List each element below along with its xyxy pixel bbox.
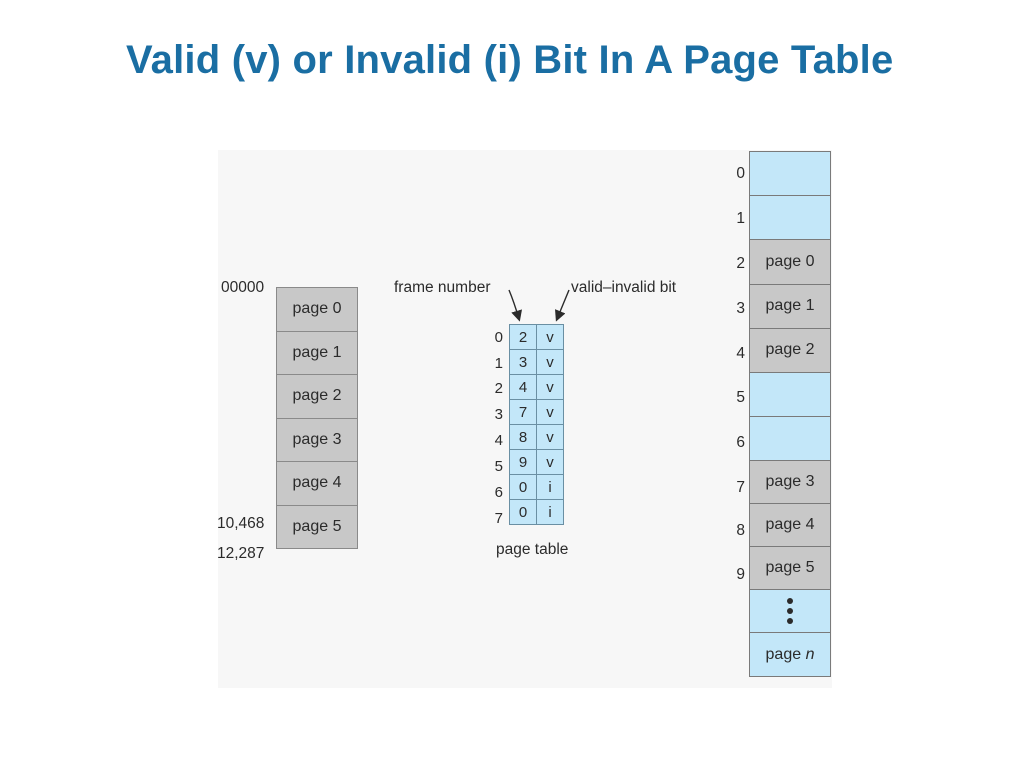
frame-index: 8 (736, 522, 745, 539)
logical-address-10468: 10,468 (217, 515, 265, 532)
physical-frame-3: page 1 (749, 283, 831, 329)
physical-frame-6 (749, 416, 831, 462)
page-table-index: 4 (494, 432, 503, 449)
physical-frame-5 (749, 371, 831, 418)
frame-number-cell: 7 (509, 399, 537, 425)
valid-bit-cell: i (536, 499, 564, 525)
frame-n-prefix: page (765, 645, 806, 663)
page-table-row: 3 v (509, 349, 564, 375)
page-table-index: 7 (494, 510, 503, 527)
frame-index: 9 (736, 566, 745, 583)
valid-bit-cell: v (536, 374, 564, 400)
logical-page-3: page 3 (276, 417, 358, 462)
valid-invalid-bit-label: valid–invalid bit (571, 279, 677, 296)
physical-frame-4: page 2 (749, 327, 831, 373)
page-table-row: 2 v (509, 324, 564, 350)
physical-memory: page 0 page 1 page 2 page 3 page 4 page … (749, 151, 831, 678)
slide-title: Valid (v) or Invalid (i) Bit In A Page T… (126, 38, 894, 82)
page-table-row: 8 v (509, 424, 564, 450)
logical-page-2: page 2 (276, 374, 358, 419)
page-table-row: 9 v (509, 449, 564, 475)
frame-number-cell: 2 (509, 324, 537, 350)
frame-number-cell: 0 (509, 499, 537, 525)
page-table-index: 1 (494, 355, 503, 372)
physical-frame-7: page 3 (749, 460, 831, 505)
page-table-row: 0 i (509, 499, 564, 525)
frame-index: 6 (736, 434, 745, 451)
frame-number-label: frame number (394, 279, 491, 296)
frame-number-cell: 8 (509, 424, 537, 450)
logical-page-0: page 0 (276, 287, 358, 332)
valid-bit-cell: v (536, 424, 564, 450)
frame-number-cell: 3 (509, 349, 537, 375)
logical-page-1: page 1 (276, 330, 358, 375)
frame-index: 7 (736, 479, 745, 496)
valid-bit-cell: v (536, 324, 564, 350)
page-table-index: 3 (494, 406, 503, 423)
physical-frame-2: page 0 (749, 239, 831, 285)
valid-bit-cell: v (536, 349, 564, 375)
valid-bit-cell: i (536, 474, 564, 500)
physical-frame-n: page n (749, 632, 831, 678)
physical-frame-1 (749, 195, 831, 241)
page-table-caption: page table (496, 541, 569, 558)
page-table-index: 0 (494, 329, 503, 346)
frame-number-cell: 9 (509, 449, 537, 475)
frame-index: 1 (736, 210, 745, 227)
frame-index: 2 (736, 255, 745, 272)
frame-number-cell: 0 (509, 474, 537, 500)
page-table-index: 2 (494, 380, 503, 397)
page-table-row: 4 v (509, 374, 564, 400)
page-table-index: 5 (494, 458, 503, 475)
physical-frame-0 (749, 151, 831, 197)
frame-n-variable: n (805, 645, 815, 663)
page-table: 2 v 3 v 4 v 7 v 8 v 9 v 0 i 0 i (509, 324, 564, 525)
vertical-ellipsis-icon (749, 589, 831, 634)
physical-frame-8: page 4 (749, 503, 831, 548)
frame-index: 5 (736, 389, 745, 406)
logical-page-5: page 5 (276, 504, 358, 549)
logical-start-address: 00000 (221, 279, 265, 296)
frame-index: 0 (736, 165, 745, 182)
logical-page-4: page 4 (276, 461, 358, 506)
valid-bit-cell: v (536, 449, 564, 475)
frame-index: 4 (736, 345, 745, 362)
frame-index: 3 (736, 300, 745, 317)
page-table-row: 7 v (509, 399, 564, 425)
frame-number-cell: 4 (509, 374, 537, 400)
valid-bit-cell: v (536, 399, 564, 425)
page-table-index: 6 (494, 484, 503, 501)
logical-memory: page 0 page 1 page 2 page 3 page 4 page … (276, 287, 358, 549)
logical-end-address: 12,287 (217, 545, 265, 562)
page-table-row: 0 i (509, 474, 564, 500)
physical-frame-9: page 5 (749, 546, 831, 591)
